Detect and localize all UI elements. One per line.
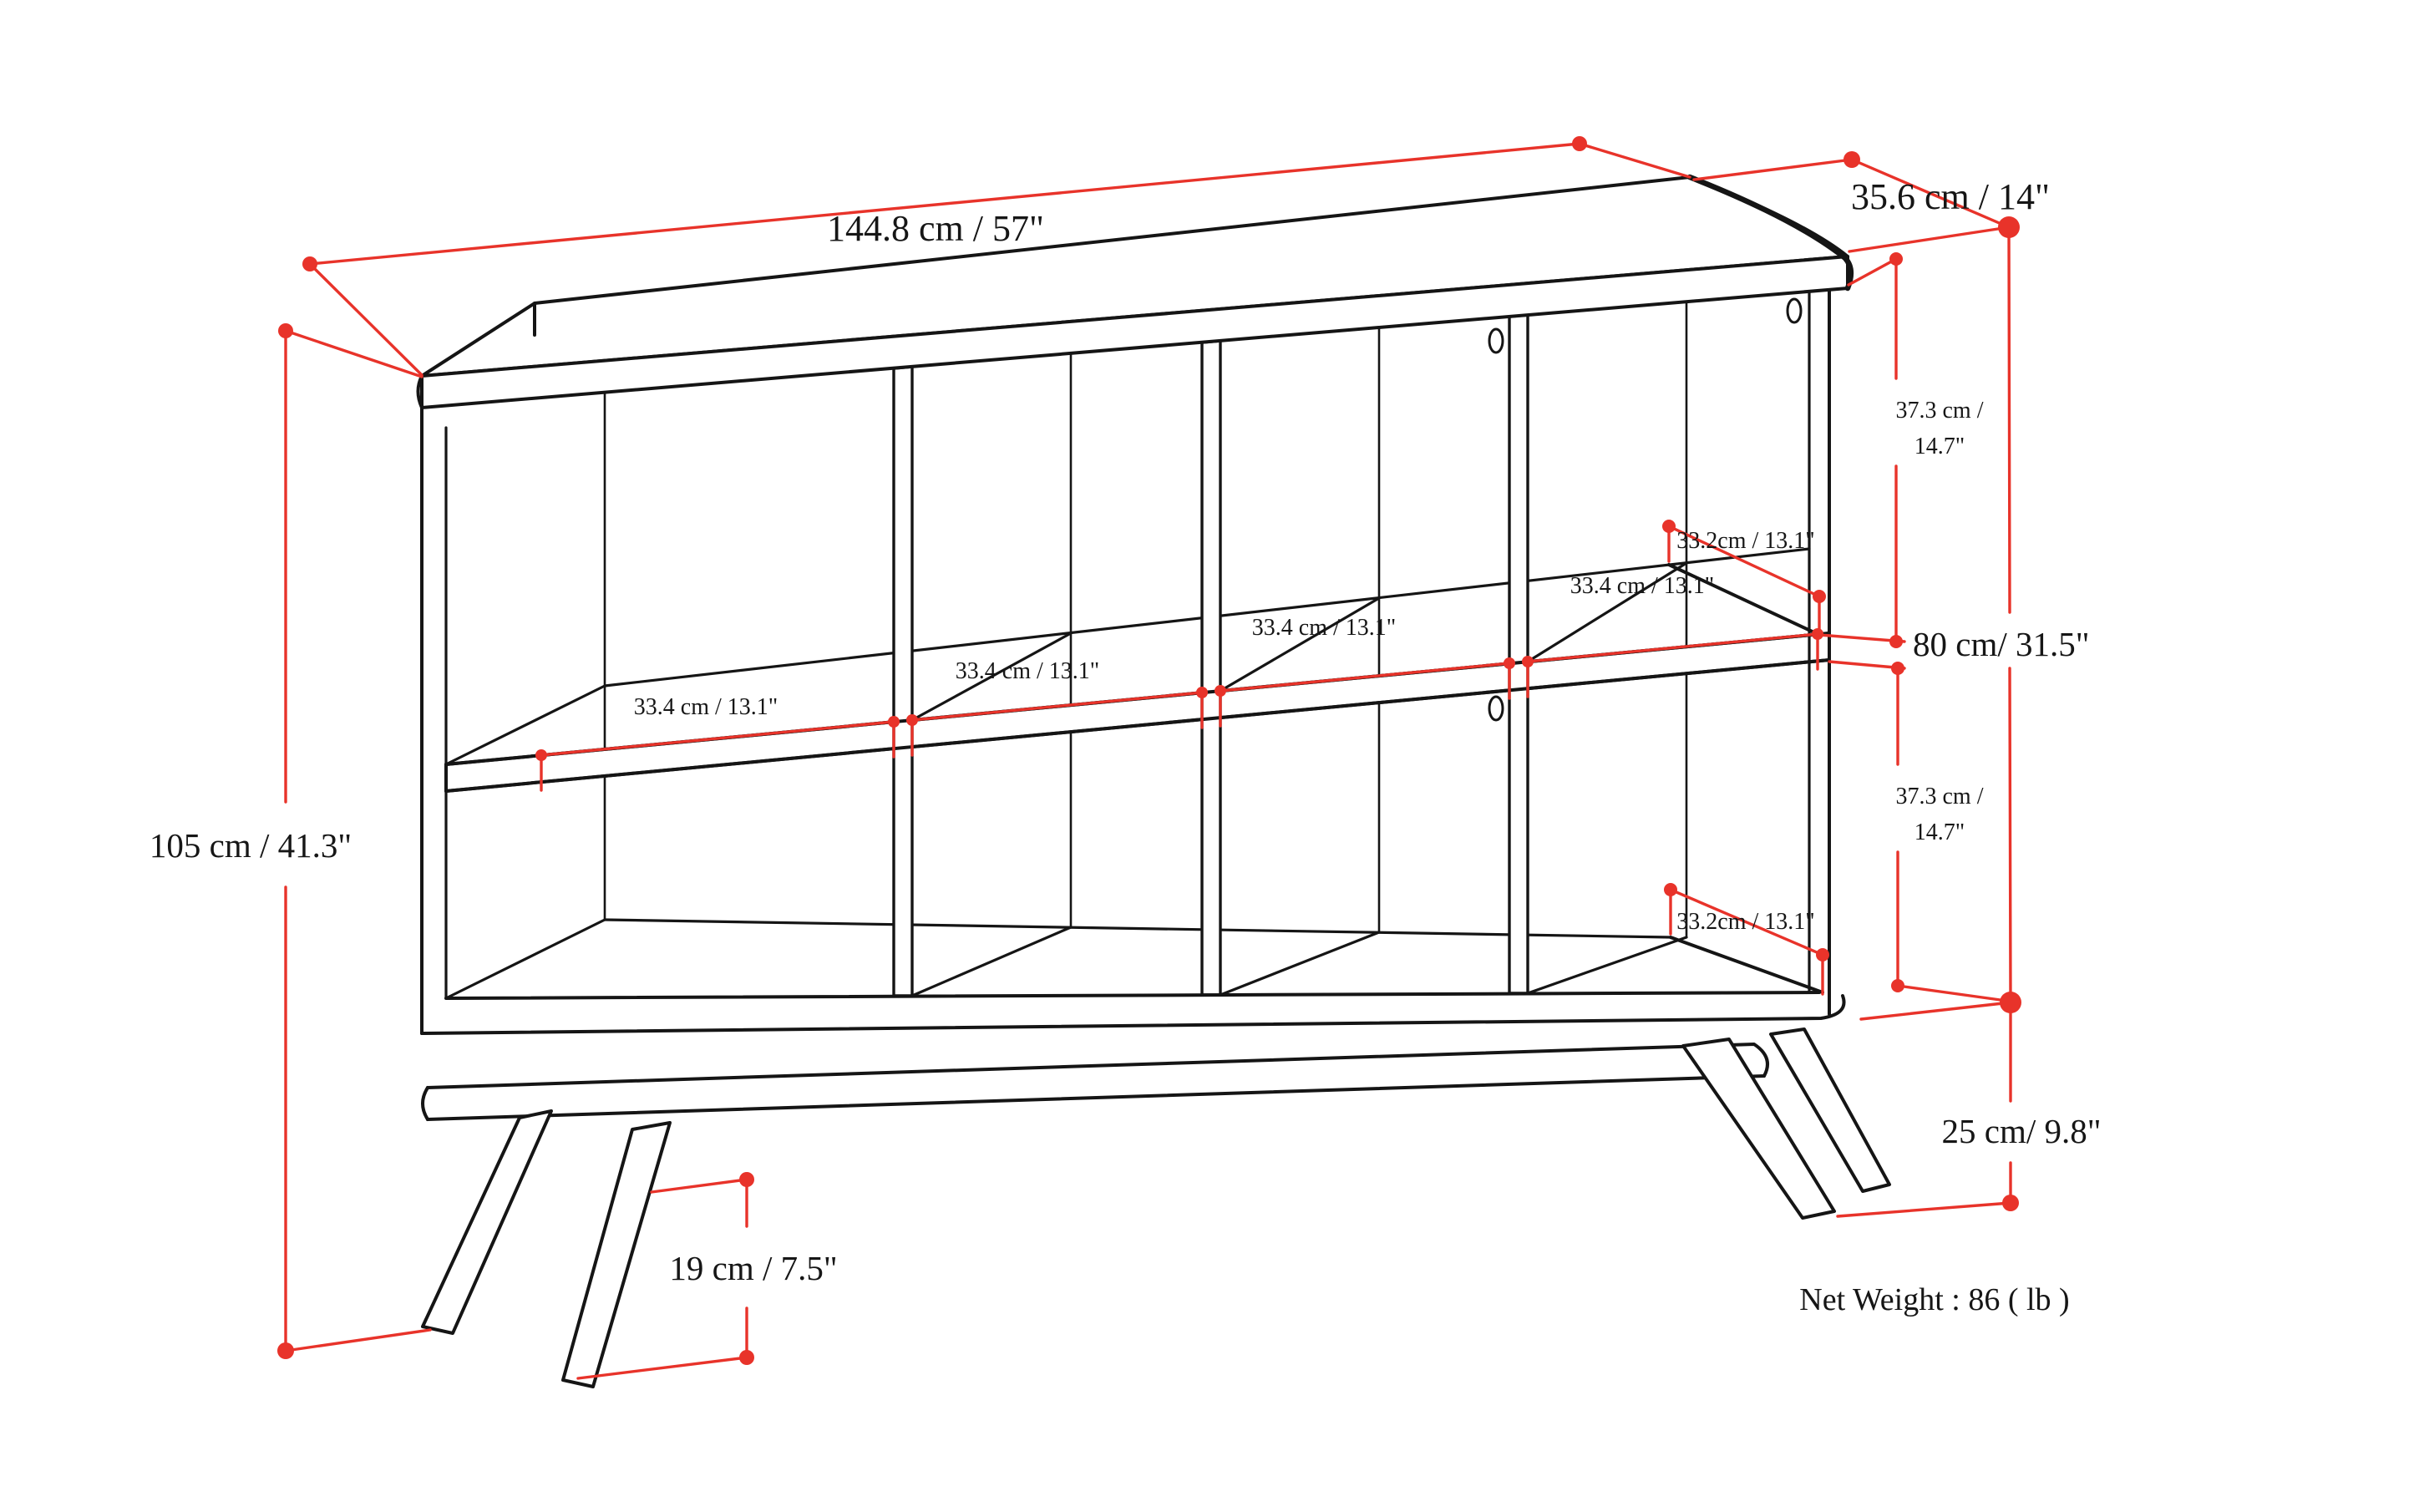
label-cube-width-3: 33.4 cm / 13.1": [1252, 615, 1396, 641]
legs: [421, 1027, 1891, 1388]
top-panel-right-end-edge: [1686, 174, 1854, 292]
dim-ext-leg-bottom: [576, 1356, 748, 1380]
hole-bottom-row: [1488, 695, 1504, 722]
dim-line-width: [308, 142, 1581, 266]
dim-line-depth: [1850, 158, 2011, 229]
divider-3: [1508, 313, 1529, 995]
dim-ext-cube-top: [1847, 257, 1898, 287]
base-top-edge: [426, 1043, 1769, 1089]
label-shelf-depth-top: 33.2cm / 13.1": [1676, 528, 1814, 554]
cabinet-interior-lines: [444, 245, 1824, 1000]
dim-ext-depth-back: [1692, 158, 1854, 181]
dim-ext-width-left: [308, 262, 423, 377]
label-cube-width-1: 33.4 cm / 13.1": [634, 694, 778, 720]
dim-ext-leg-top: [650, 1178, 748, 1194]
top-panel: [416, 174, 1854, 409]
hole-right-panel: [1786, 297, 1803, 324]
label-body-height: 80 cm/ 31.5": [1913, 625, 2089, 663]
cable-holes: [1488, 297, 1803, 722]
label-width: 144.8 cm / 57": [827, 208, 1044, 249]
dimension-lines: [284, 142, 2012, 1380]
label-cube-height-top-1: 37.3 cm /: [1896, 398, 1984, 424]
body-bottom-edge: [420, 994, 1846, 1035]
divider-2: [1200, 339, 1222, 997]
leg-right-back: [1769, 1027, 1891, 1193]
base-platform: [421, 1043, 1769, 1121]
bottom-junction-diagonal-4: [1526, 936, 1688, 995]
shelf-junction-diagonal-1: [444, 684, 606, 766]
dim-line-cube-widths: [540, 632, 1819, 757]
leg-left-front: [561, 1121, 672, 1388]
dim-line-shelf-depth-top: [1667, 525, 1821, 598]
label-cube-height-bottom-2: 14.7": [1914, 819, 1965, 845]
label-cube-width-4: 33.4 cm / 13.1": [1570, 573, 1714, 599]
back-bottom-edge: [603, 918, 1672, 939]
bottom-right-end-diagonal: [1669, 936, 1824, 994]
bottom-junction-diagonal-3: [1219, 931, 1381, 997]
label-shelf-depth-bottom: 33.2cm / 13.1": [1676, 909, 1814, 935]
dim-line-body-and-base: [2007, 226, 2012, 1205]
dimension-dots: [277, 136, 2021, 1365]
openings-bottom-line: [444, 991, 1821, 1000]
label-cube-height-bottom-1: 37.3 cm /: [1896, 784, 1984, 809]
dim-ext-width-right: [1578, 142, 1691, 179]
dimension-labels: 144.8 cm / 57" 35.6 cm / 14" 37.3 cm / 1…: [150, 176, 2102, 1317]
dim-ticks-cube-widths: [540, 632, 1819, 792]
label-depth: 35.6 cm / 14": [1851, 176, 2050, 217]
dim-line-shelf-depth-bottom: [1669, 888, 1824, 956]
cube-dividers: [892, 313, 1529, 997]
shelf-bottom-line: [444, 658, 1831, 793]
shelf-junction-diagonal-2: [910, 632, 1073, 722]
dim-ext-depth-front: [1848, 226, 2011, 253]
shelf-right-end-diagonal: [1667, 563, 1819, 636]
base-bottom-edge: [426, 1074, 1766, 1121]
bottom-junction-diagonal-1: [444, 918, 606, 1000]
shelf-junction-diagonal-4: [1526, 561, 1688, 663]
dim-ext-base-top: [1859, 1001, 2012, 1021]
label-cube-height-top-2: 14.7": [1914, 434, 1965, 459]
dim-ext-body-bottom-level: [1896, 984, 2008, 1002]
body-outline: [420, 288, 1846, 1035]
shelf-junction-diagonal-3: [1219, 596, 1381, 693]
label-height: 105 cm / 41.3": [150, 826, 352, 865]
top-panel-left-corner-round: [416, 374, 423, 409]
label-net-weight: Net Weight : 86 ( lb ): [1799, 1282, 2069, 1317]
base-left-end-round: [421, 1086, 429, 1121]
hole-top-row: [1488, 327, 1504, 354]
label-cube-width-2: 33.4 cm / 13.1": [956, 658, 1099, 684]
label-leg-height: 19 cm / 7.5": [669, 1249, 837, 1287]
label-base-height: 25 cm/ 9.8": [1942, 1112, 2102, 1150]
leg-left-back: [421, 1109, 553, 1335]
dim-ext-height-bottom: [284, 1328, 432, 1352]
leg-right-front: [1681, 1038, 1836, 1220]
dim-ext-base-bottom: [1836, 1201, 2012, 1218]
divider-1: [892, 365, 914, 997]
dim-ext-height-top: [284, 329, 423, 378]
bottom-junction-diagonal-2: [910, 926, 1073, 997]
